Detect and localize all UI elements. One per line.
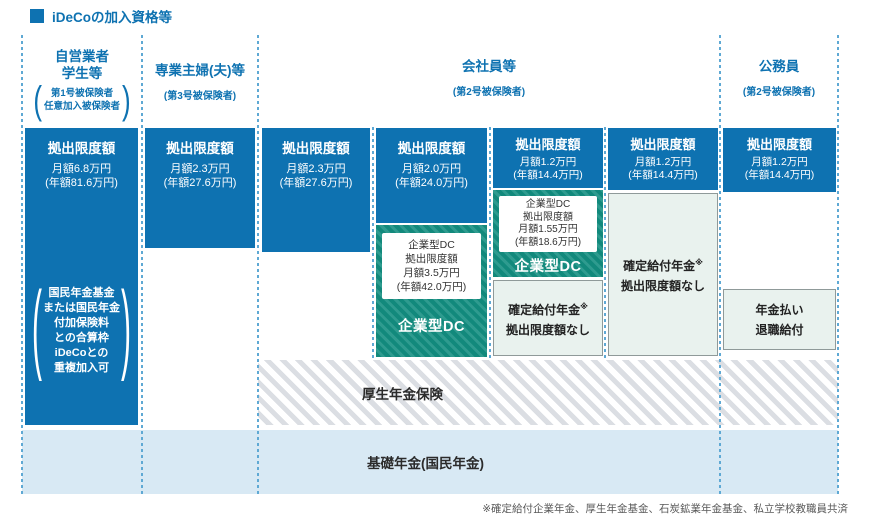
header-self-employed-subtitle: 第1号被保険者 任意加入被保険者	[43, 88, 120, 112]
header-spouse-subtitle: (第3号被保険者)	[163, 91, 237, 102]
column-divider	[489, 127, 491, 360]
header-employee: 会社員等 (第2号被保険者)	[258, 58, 720, 98]
header-civil-servant: 公務員 (第2号被保険者)	[720, 58, 838, 98]
open-paren: (	[32, 274, 42, 384]
employees-pension-band: 厚生年金保険	[258, 360, 838, 425]
retirement-benefit-line1: 年金払い	[755, 302, 804, 317]
corporate-dc-label: 企業型DC	[398, 319, 465, 335]
footnote: ※確定給付企業年金、厚生年金基金、石炭鉱業年金基金、私立学校教職員共済	[482, 503, 848, 515]
close-paren: )	[122, 77, 131, 123]
limit-block-employee-db: 拠出限度額 月額1.2万円 (年額14.4万円)	[608, 128, 718, 190]
self-employed-note: ( 国民年金基金 または国民年金 付加保険料 との合算枠 iDeCoとの 重複加…	[25, 280, 138, 379]
header-self-employed-paren-group: ( 第1号被保険者 任意加入被保険者 )	[22, 81, 142, 120]
db-pension-box-col6: 確定給付年金※ 拠出限度額なし	[608, 193, 718, 356]
limit-yearly: (年額14.4万円)	[744, 169, 815, 181]
limit-yearly: (年額81.6万円)	[45, 177, 118, 189]
limit-monthly: 月額2.0万円	[401, 163, 462, 175]
column-divider	[719, 35, 721, 495]
retirement-benefit-line2: 退職給付	[755, 322, 804, 337]
corporate-dc-label: 企業型DC	[514, 259, 582, 275]
self-employed-note-text: 国民年金基金 または国民年金 付加保険料 との合算枠 iDeCoとの 重複加入可	[43, 287, 120, 374]
basic-pension-band: 基礎年金(国民年金)	[22, 430, 838, 494]
page-title-text: iDeCoの加入資格等	[52, 10, 173, 25]
footnote-marker: ※	[580, 301, 588, 311]
open-paren: (	[33, 77, 42, 123]
column-divider	[837, 35, 839, 495]
limit-monthly: 月額2.3万円	[170, 163, 230, 175]
limit-yearly: (年額14.4万円)	[513, 169, 583, 181]
corporate-dc-block-col5: 企業型DC 拠出限度額 月額1.55万円 (年額18.6万円) 企業型DC	[493, 190, 603, 277]
db-pension-line2: 拠出限度額なし	[505, 322, 590, 337]
corporate-dc-block-col4: 企業型DC 拠出限度額 月額3.5万円 (年額42.0万円) 企業型DC	[376, 225, 487, 357]
limit-block-employee-dc: 拠出限度額 月額2.0万円 (年額24.0万円)	[376, 128, 487, 223]
limit-title: 拠出限度額	[397, 141, 466, 156]
db-pension-box-col5: 確定給付年金※ 拠出限度額なし	[493, 280, 603, 356]
title-bullet-square	[30, 9, 44, 23]
limit-block-spouse: 拠出限度額 月額2.3万円 (年額27.6万円)	[145, 128, 255, 248]
limit-monthly: 月額2.3万円	[286, 163, 346, 175]
corporate-dc-limit-note: 企業型DC 拠出限度額 月額1.55万円 (年額18.6万円)	[499, 196, 597, 252]
page-title: iDeCoの加入資格等	[30, 6, 172, 26]
limit-block-employee-no-dc: 拠出限度額 月額2.3万円 (年額27.6万円)	[262, 128, 370, 252]
header-self-employed: 自営業者 学生等 ( 第1号被保険者 任意加入被保険者 )	[22, 48, 142, 120]
limit-title: 拠出限度額	[282, 141, 350, 156]
column-divider	[21, 35, 23, 495]
header-self-employed-line2: 学生等	[61, 66, 103, 81]
limit-yearly: (年額27.6万円)	[163, 177, 237, 189]
header-civil-servant-title: 公務員	[758, 59, 800, 74]
column-divider	[604, 127, 606, 360]
basic-pension-label: 基礎年金(国民年金)	[367, 456, 484, 471]
header-self-employed-line1: 自営業者	[55, 49, 109, 64]
column-divider	[257, 35, 259, 495]
db-pension-line2: 拠出限度額なし	[620, 279, 705, 293]
limit-block-employee-dc-db: 拠出限度額 月額1.2万円 (年額14.4万円)	[493, 128, 603, 188]
db-pension-line1: 確定給付年金※	[623, 253, 703, 276]
header-spouse-title: 専業主婦(夫)等	[155, 63, 245, 78]
db-pension-line1: 確定給付年金※	[508, 297, 588, 320]
limit-title: 拠出限度額	[47, 141, 116, 156]
column-divider	[372, 127, 374, 360]
db-pension-text: 確定給付年金	[623, 259, 696, 273]
column-divider	[141, 35, 143, 495]
limit-yearly: (年額27.6万円)	[279, 177, 353, 189]
retirement-benefit-box-civil: 年金払い 退職給付	[723, 289, 836, 350]
limit-monthly: 月額6.8万円	[51, 163, 112, 175]
header-civil-servant-subtitle: (第2号被保険者)	[742, 87, 816, 98]
corporate-dc-limit-note: 企業型DC 拠出限度額 月額3.5万円 (年額42.0万円)	[382, 233, 481, 299]
limit-block-self-employed: 拠出限度額 月額6.8万円 (年額81.6万円) ( 国民年金基金 または国民年…	[25, 128, 138, 425]
limit-monthly: 月額1.2万円	[519, 156, 577, 168]
limit-yearly: (年額24.0万円)	[395, 177, 468, 189]
limit-yearly: (年額14.4万円)	[628, 169, 698, 181]
employees-pension-label: 厚生年金保険	[362, 386, 443, 402]
limit-monthly: 月額1.2万円	[634, 156, 692, 168]
limit-title: 拠出限度額	[630, 137, 696, 152]
header-employee-title: 会社員等	[462, 59, 516, 74]
header-spouse: 専業主婦(夫)等 (第3号被保険者)	[142, 62, 258, 102]
limit-monthly: 月額1.2万円	[751, 156, 808, 168]
limit-title: 拠出限度額	[746, 137, 812, 152]
limit-title: 拠出限度額	[166, 141, 234, 156]
limit-block-civil-servant: 拠出限度額 月額1.2万円 (年額14.4万円)	[723, 128, 836, 192]
limit-title: 拠出限度額	[515, 137, 581, 152]
db-pension-text: 確定給付年金	[508, 302, 581, 317]
header-employee-subtitle: (第2号被保険者)	[452, 87, 526, 98]
footnote-marker: ※	[695, 258, 703, 267]
close-paren: )	[121, 274, 131, 384]
